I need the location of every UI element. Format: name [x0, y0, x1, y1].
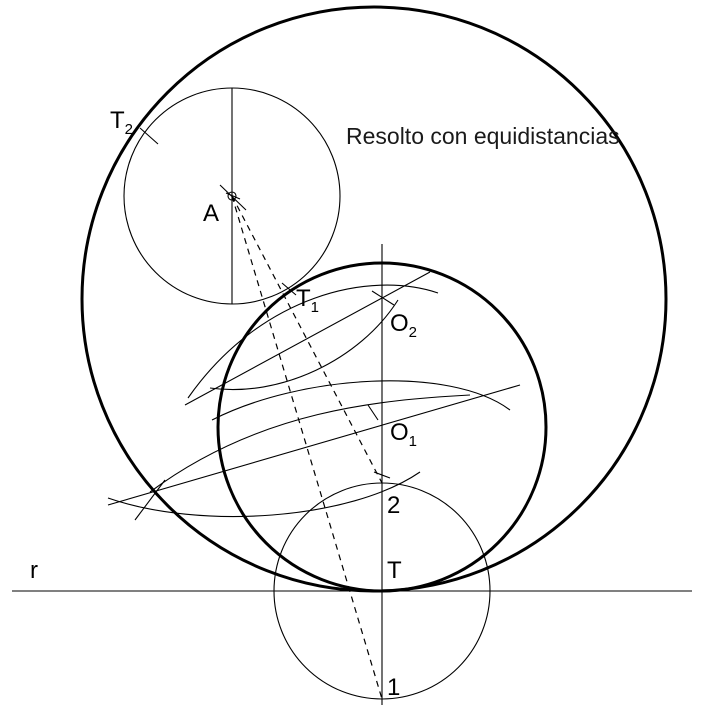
dashed-line-a-to-2 — [231, 195, 383, 484]
diagram-title: Resolto con equidistancias — [346, 123, 620, 149]
label-o2: O2 — [390, 310, 417, 341]
lower-arc-bottom — [149, 394, 471, 493]
upper-arc-bottom — [209, 299, 399, 391]
label-o1: O1 — [390, 419, 417, 450]
label-r: r — [30, 557, 38, 584]
o1-tick — [367, 404, 379, 421]
upper-chord — [184, 271, 431, 406]
label-a: A — [203, 200, 219, 227]
t1-tick — [281, 282, 297, 296]
lower-chord — [107, 384, 521, 506]
point-2-tick — [373, 471, 391, 479]
outer-large-circle — [80, 5, 668, 593]
label-point-1: 1 — [387, 674, 400, 701]
t2-tick — [139, 127, 159, 145]
label-t1: T1 — [296, 285, 319, 316]
solution-circle-o1 — [216, 261, 548, 593]
point-a-marker — [227, 191, 237, 201]
label-point-2: 2 — [387, 492, 400, 519]
lower-arc-wide — [107, 471, 421, 518]
label-t: T — [387, 557, 402, 584]
upper-arc-top — [187, 284, 439, 399]
point-a-tick-2 — [225, 192, 241, 200]
lower-cross — [134, 479, 166, 521]
o2-tick — [371, 290, 395, 306]
label-t2: T2 — [110, 107, 133, 138]
lower-arc-top — [211, 380, 511, 421]
